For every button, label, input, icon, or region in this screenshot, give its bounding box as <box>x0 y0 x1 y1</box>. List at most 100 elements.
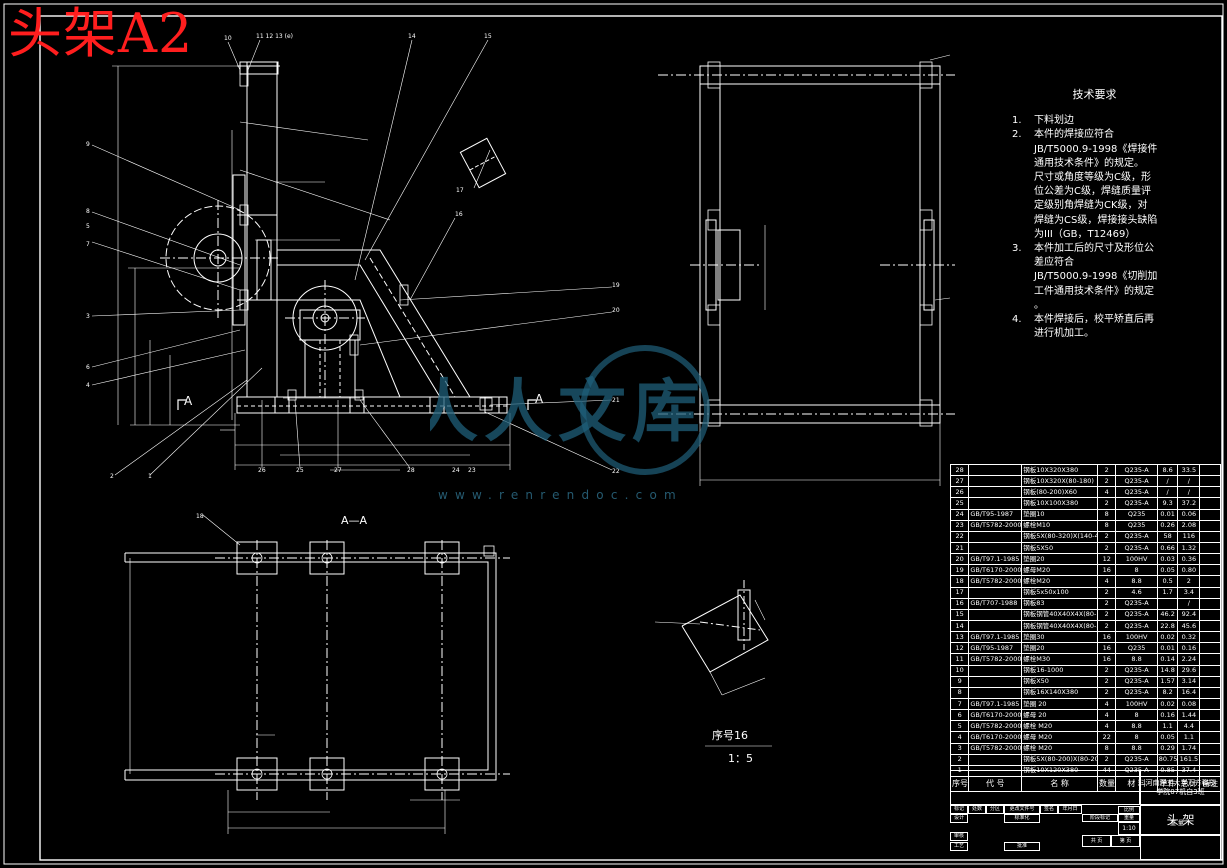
bom-cell: 垫圈10 <box>1021 508 1099 521</box>
bom-cell: 4.4 <box>1177 720 1201 733</box>
diagonal-strut <box>276 249 471 398</box>
bom-cell: GB/T5782-2000 <box>968 653 1023 666</box>
bom-cell: 26 <box>949 486 970 499</box>
bom-cell: GB/T6170-2000 <box>968 709 1023 722</box>
svg-text:9: 9 <box>86 141 90 148</box>
tech-item-line: 4.本件焊接后，校平矫直后再 <box>1012 313 1177 327</box>
bom-cell: GB/T5782-2000 <box>968 519 1023 532</box>
bom-header-cell: 数量 <box>1097 775 1117 792</box>
bom-cell: 24 <box>949 508 970 521</box>
bom-cell: 螺母 20 <box>1021 709 1099 722</box>
bom-cell: 0.02 <box>1156 631 1179 644</box>
detail-16-view <box>654 580 772 747</box>
bom-cell: 2 <box>1097 686 1117 699</box>
bom-cell: 16 <box>1097 642 1117 655</box>
bom-cell: 22 <box>1097 731 1117 744</box>
bom-cell <box>1199 597 1221 610</box>
tech-item-line: JB/T5000.9-1998《焊接件 <box>1012 143 1177 157</box>
bom-cell: Q235-A <box>1115 541 1158 555</box>
bom-cell: 1.1 <box>1177 731 1201 744</box>
bom-cell <box>1199 697 1221 711</box>
bom-cell: 22.8 <box>1156 619 1179 633</box>
bom-cell: 10 <box>949 664 970 677</box>
base-plate <box>236 396 508 414</box>
bom-cell: 0.32 <box>1177 631 1201 644</box>
bom-cell: 钢板16X140X380 <box>1021 686 1099 699</box>
vertical-column <box>246 61 278 398</box>
bom-cell: 2 <box>1097 541 1117 555</box>
bom-cell: 17 <box>949 586 970 599</box>
section-a-a-view <box>124 514 510 834</box>
bom-cell: 2 <box>949 753 970 766</box>
bom-cell: 钢板10X100X380 <box>1021 497 1099 510</box>
bom-cell <box>1199 686 1221 699</box>
bom-cell <box>1199 497 1221 510</box>
bom-cell <box>1199 731 1221 744</box>
bom-cell: 13 <box>949 631 970 644</box>
bom-cell: 0.80 <box>1177 564 1201 577</box>
bom-cell: 钢板16-1000 <box>1021 664 1099 677</box>
bom-cell: 钢板5X(80-320)X(140-410) <box>1021 530 1099 543</box>
bom-cell <box>1199 642 1221 655</box>
tech-item-line: 进行机加工。 <box>1012 327 1177 341</box>
bom-cell: 4 <box>1097 697 1117 711</box>
bom-cell: 161.5 <box>1177 753 1201 766</box>
bom-cell <box>968 541 1023 555</box>
bom-cell <box>968 608 1023 621</box>
part-number-labels: 10 11 12 13 (e) 14 15 9 8 5 7 3 6 4 2 1 … <box>86 33 620 520</box>
bom-cell: 45.6 <box>1177 619 1201 633</box>
tech-item-line: 通用技术条件》的规定。 <box>1012 157 1177 171</box>
bom-cell: Q235-A <box>1115 463 1158 477</box>
svg-text:22: 22 <box>612 468 620 475</box>
bom-cell: / <box>1177 597 1201 610</box>
bom-cell <box>1199 653 1221 666</box>
bom-cell: Q235-A <box>1115 753 1158 766</box>
bom-cell: 8.8 <box>1115 742 1158 755</box>
tech-item-text: JB/T5000.9-1998《切削加 <box>1034 271 1158 283</box>
bom-cell <box>1199 541 1221 555</box>
tech-item-line: JB/T5000.9-1998《切削加 <box>1012 270 1177 284</box>
bom-cell <box>968 753 1023 766</box>
bom-cell: 16.4 <box>1177 686 1201 699</box>
bom-cell: 37.2 <box>1177 497 1201 510</box>
tech-item-line: 2.本件的焊接应符合 <box>1012 128 1177 142</box>
tech-item-number <box>1012 228 1034 242</box>
bom-cell: 8 <box>1097 742 1117 755</box>
bom-cell: 0.05 <box>1156 731 1179 744</box>
bom-header-cell: 总计 <box>1177 775 1201 792</box>
bom-cell <box>1199 742 1221 755</box>
bom-cell: 2 <box>1097 475 1117 488</box>
section-mark-right: A <box>535 392 544 406</box>
tb-label-sheji: 设计 <box>950 814 968 823</box>
bom-cell <box>968 530 1023 543</box>
bom-cell: 2 <box>1177 575 1201 588</box>
svg-text:21: 21 <box>612 397 620 404</box>
bom-cell: 12 <box>949 642 970 655</box>
bom-cell: 14.8 <box>1156 664 1179 677</box>
bom-cell: 4 <box>1097 709 1117 722</box>
bom-cell: 1.74 <box>1177 742 1201 755</box>
bom-cell: 钢板钢管40X40X4X(80-1300) <box>1021 608 1099 621</box>
bom-cell: 16 <box>1097 653 1117 666</box>
bom-cell: 58 <box>1156 530 1179 543</box>
bom-cell: 钢板5X50 <box>1021 541 1099 555</box>
tech-item-text: 工件通用技术条件》的规定 <box>1034 285 1154 297</box>
bom-cell: 27 <box>949 475 970 488</box>
bom-cell: 0.01 <box>1156 642 1179 655</box>
svg-text:25: 25 <box>296 467 304 474</box>
bom-cell: 2 <box>1097 586 1117 599</box>
